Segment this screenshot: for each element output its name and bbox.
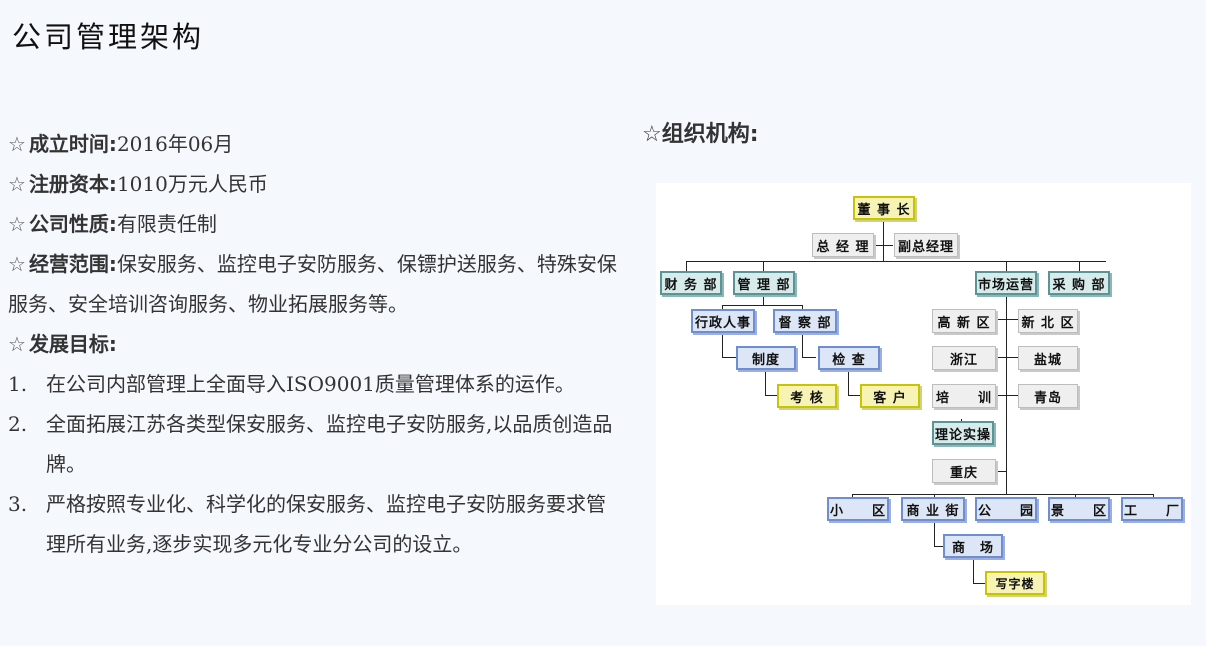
connector-line: [722, 305, 802, 306]
connector-line: [973, 583, 986, 584]
connector-line: [934, 494, 935, 498]
goal-text: 严格按照专业化、科学化的保安服务、监控电子安防服务要求管理所有业务,逐步实现多元…: [46, 492, 606, 556]
connector-line: [996, 357, 1018, 358]
nature-row: ☆公司性质:有限责任制: [8, 204, 623, 244]
page-title: 公司管理架构: [12, 20, 205, 54]
node-market-operations: 市场运营: [975, 271, 1037, 295]
capital-row: ☆注册资本:1010万元人民币: [8, 164, 623, 204]
goal-number: 1.: [8, 372, 28, 396]
connector-line: [973, 559, 974, 584]
node-system: 制度: [736, 346, 796, 370]
node-office-building: 写字楼: [985, 571, 1045, 595]
list-item: 2. 全面拓展江苏各类型保安服务、监控电子安防服务,以品质创造品牌。: [8, 404, 618, 484]
connector-line: [1006, 261, 1007, 271]
goal-text: 全面拓展江苏各类型保安服务、监控电子安防服务,以品质创造品牌。: [46, 412, 613, 476]
node-scenic-area: 景 区: [1048, 497, 1110, 521]
scope-label: 经营范围:: [28, 252, 117, 276]
goal-text: 在公司内部管理上全面导入ISO9001质量管理体系的运作。: [46, 372, 575, 396]
node-theory-practice: 理论实操: [932, 421, 994, 445]
node-mall: 商 场: [943, 534, 1003, 558]
node-training: 培 训: [932, 384, 996, 408]
connector-line: [996, 471, 1006, 472]
goals-row: ☆发展目标:: [8, 324, 623, 364]
node-community: 小 区: [827, 497, 889, 521]
node-supervision: 督 察 部: [773, 309, 837, 333]
node-admin-hr: 行政人事: [691, 309, 755, 333]
list-item: 1. 在公司内部管理上全面导入ISO9001质量管理体系的运作。: [8, 364, 618, 404]
list-item: 3. 严格按照专业化、科学化的保安服务、监控电子安防服务要求管理所有业务,逐步实现…: [8, 484, 618, 564]
connector-line: [802, 333, 803, 358]
goal-number: 3.: [8, 492, 28, 516]
star-icon: ☆: [8, 132, 26, 156]
nature-label: 公司性质:: [28, 212, 117, 236]
connector-line: [873, 245, 893, 246]
connector-line: [996, 319, 1018, 320]
node-customer: 客 户: [860, 384, 920, 408]
node-inspection: 检 查: [818, 346, 880, 370]
connector-line: [686, 261, 687, 271]
scope-row: ☆经营范围:保安服务、监控电子安防服务、保镖护送服务、特殊安保服务、安全培训咨询…: [8, 244, 623, 324]
org-section-title: ☆组织机构:: [642, 116, 759, 148]
node-gaoxin-district: 高 新 区: [932, 309, 996, 333]
connector-line: [722, 305, 723, 309]
founded-row: ☆成立时间:2016年06月: [8, 124, 623, 164]
connector-line: [1075, 494, 1076, 498]
goal-number: 2.: [8, 412, 28, 436]
scope-value: 保安服务、监控电子安防服务、保镖护送服务、特殊安保服务、安全培训咨询服务、物业拓…: [8, 252, 617, 316]
connector-line: [1153, 494, 1154, 498]
node-purchasing: 采 购 部: [1048, 271, 1110, 295]
star-icon: ☆: [8, 332, 26, 356]
star-icon: ☆: [8, 212, 26, 236]
connector-line: [848, 395, 860, 396]
connector-line: [883, 220, 884, 262]
star-icon: ☆: [8, 252, 26, 276]
connector-line: [722, 333, 723, 358]
connector-line: [765, 371, 766, 396]
connector-line: [765, 395, 777, 396]
connector-line: [848, 371, 849, 396]
company-info: ☆成立时间:2016年06月 ☆注册资本:1010万元人民币 ☆公司性质:有限责…: [8, 124, 623, 364]
connector-line: [852, 494, 853, 498]
node-qingdao: 青岛: [1018, 384, 1078, 408]
org-title-label: 组织机构:: [661, 122, 759, 147]
connector-line: [763, 295, 764, 305]
node-management: 管 理 部: [733, 271, 795, 295]
nature-value: 有限责任制: [116, 212, 217, 236]
connector-line: [934, 522, 935, 547]
connector-line: [763, 261, 764, 271]
node-zhejiang: 浙江: [932, 346, 996, 370]
node-finance: 财 务 部: [660, 271, 722, 295]
node-yancheng: 盐城: [1018, 346, 1078, 370]
node-chongqing: 重庆: [932, 459, 996, 483]
founded-value: 2016年06月: [116, 132, 234, 156]
node-chairman: 董 事 长: [853, 196, 915, 220]
node-commercial-street: 商 业 街: [901, 497, 965, 521]
connector-line: [802, 305, 803, 309]
star-icon: ☆: [642, 122, 662, 147]
node-assessment: 考 核: [777, 384, 837, 408]
founded-label: 成立时间:: [28, 132, 117, 156]
star-icon: ☆: [8, 172, 26, 196]
node-general-manager: 总 经 理: [812, 233, 874, 257]
goals-list: 1. 在公司内部管理上全面导入ISO9001质量管理体系的运作。 2. 全面拓展江苏…: [8, 364, 618, 564]
capital-label: 注册资本:: [28, 172, 117, 196]
node-xinbei-district: 新 北 区: [1018, 309, 1078, 333]
connector-line: [996, 395, 1018, 396]
connector-line: [802, 357, 816, 358]
org-chart: 董 事 长 总 经 理 副总经理 财 务 部 管 理 部 市场运营 采 购 部 …: [656, 183, 1191, 605]
goals-label: 发展目标:: [28, 332, 117, 356]
node-park: 公 园: [975, 497, 1037, 521]
node-vice-general-manager: 副总经理: [894, 233, 958, 257]
connector-line: [722, 357, 736, 358]
connector-line: [686, 261, 1106, 262]
node-factory: 工 厂: [1121, 497, 1183, 521]
connector-line: [1079, 261, 1080, 271]
connector-line: [934, 546, 944, 547]
connector-line: [852, 494, 1153, 495]
capital-value: 1010万元人民币: [116, 172, 268, 196]
